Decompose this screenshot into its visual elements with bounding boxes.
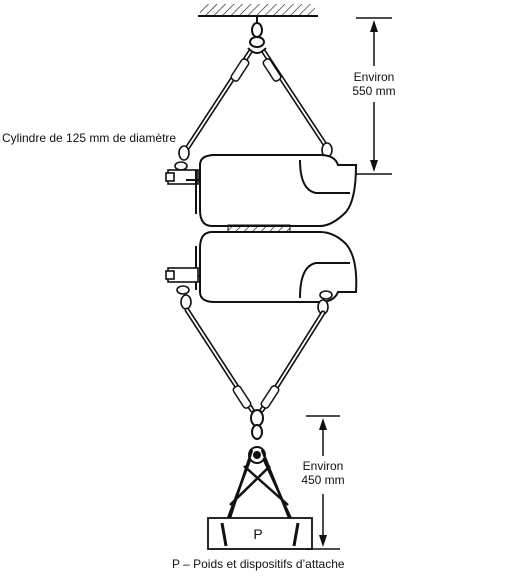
weight-block: P [207, 517, 313, 550]
upper-dimension-arrow [356, 17, 392, 175]
upper-sling-left [183, 49, 253, 153]
cylinder-label: Cylindre de 125 mm de diamètre [2, 131, 177, 145]
lower-left-shackle [165, 267, 199, 310]
lower-sling-right [259, 310, 326, 413]
figure-caption: P – Poids et dispositifs d’attache [172, 557, 345, 571]
upper-left-shackle [165, 145, 199, 185]
lower-dimension-label: Environ 450 mm [292, 459, 354, 487]
lower-dimension-line2: 450 mm [301, 473, 345, 487]
ceiling-support [198, 4, 318, 17]
lower-sling-left [184, 307, 255, 413]
upper-dimension-line2: 550 mm [352, 84, 396, 98]
weight-box-label: P [253, 526, 262, 542]
lower-dimension-arrow [306, 415, 340, 550]
lower-right-shackle [317, 290, 333, 315]
lower-hook [248, 409, 266, 464]
upper-dimension-line1: Environ [353, 70, 395, 84]
upper-dimension-label: Environ 550 mm [343, 70, 405, 98]
lower-cylinder [186, 231, 358, 303]
upper-sling-right [261, 49, 329, 149]
upper-cylinder [186, 154, 358, 227]
lower-dimension-line1: Environ [302, 459, 344, 473]
top-hook [247, 16, 267, 54]
